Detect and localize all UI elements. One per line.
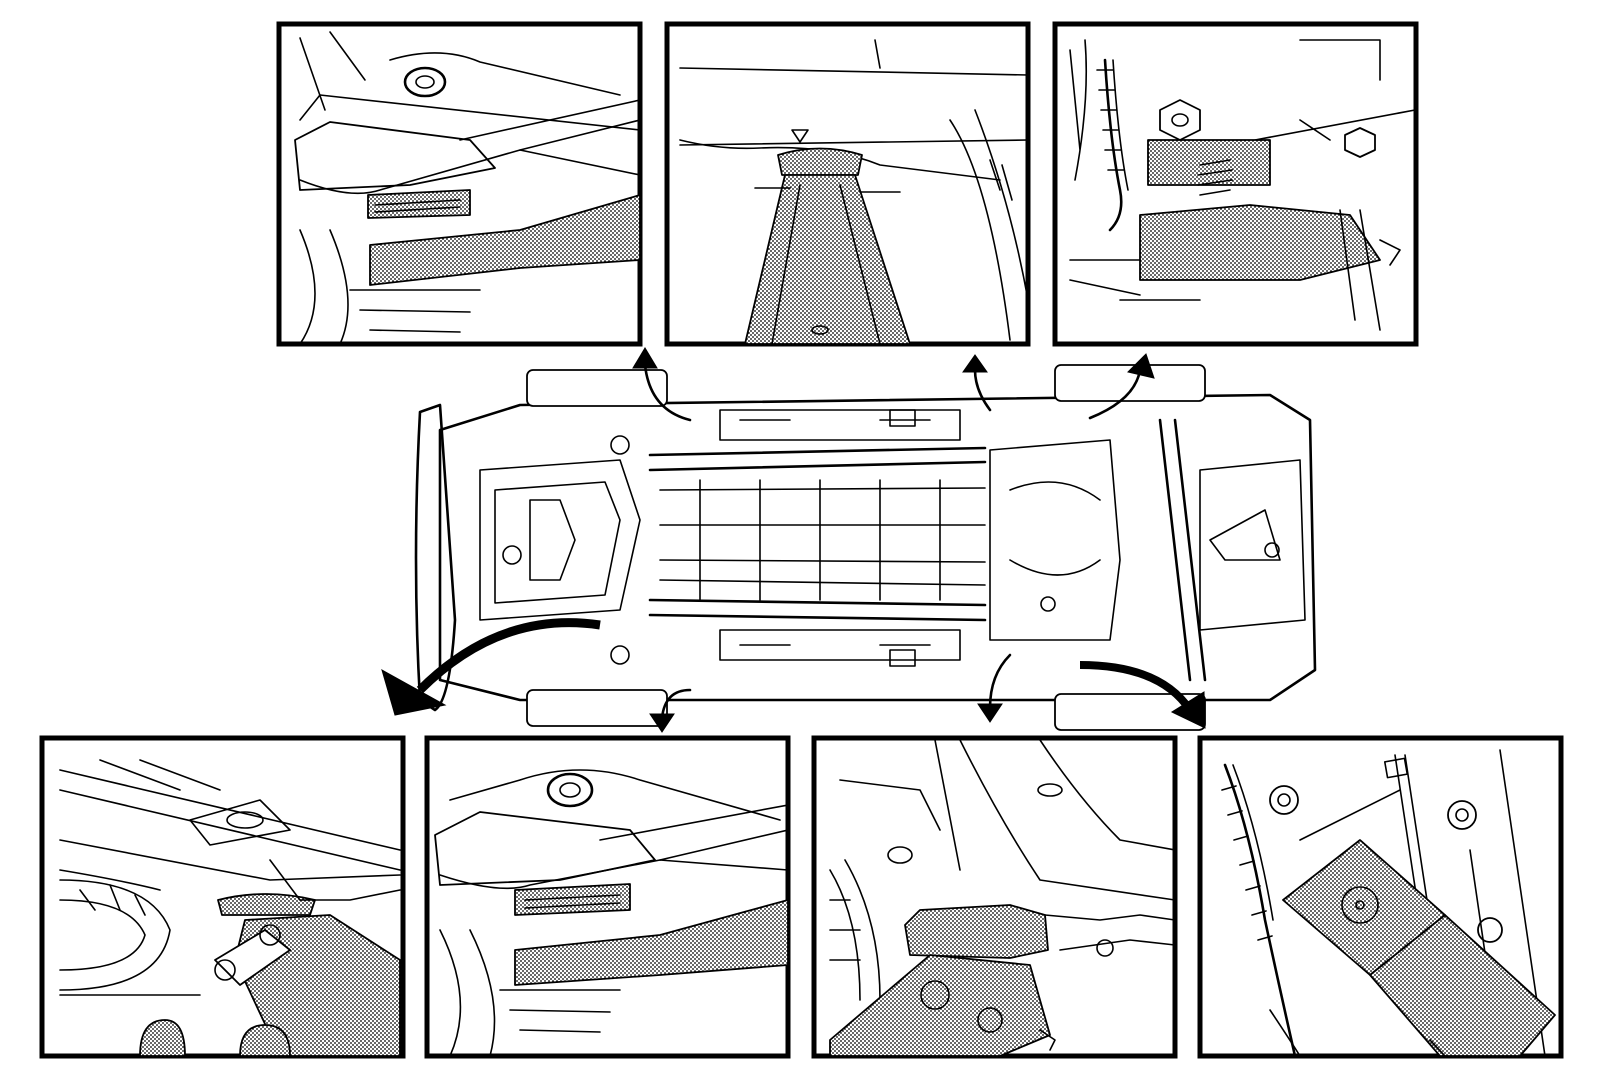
jack-saddle bbox=[777, 147, 863, 176]
bolt-icon bbox=[1447, 800, 1477, 830]
bolt-icon bbox=[546, 772, 594, 808]
engine-oil-pan bbox=[479, 459, 641, 621]
rear-subframe bbox=[989, 439, 1121, 641]
detail-view-top-right bbox=[1052, 21, 1419, 347]
frame-rails bbox=[648, 446, 987, 622]
arrow-to-top-center bbox=[962, 354, 992, 412]
jack-arm bbox=[1369, 914, 1556, 1056]
front-left-wheel bbox=[526, 369, 668, 407]
jack-arm bbox=[1139, 204, 1381, 281]
bolt-icon bbox=[1269, 785, 1299, 815]
detail-view-top-center bbox=[664, 21, 1031, 347]
arrow-to-bottom-2 bbox=[649, 688, 692, 733]
hose bbox=[1103, 58, 1123, 232]
arrow-to-bottom-3 bbox=[977, 653, 1012, 723]
bolt-icon bbox=[1159, 99, 1201, 141]
rear-axle bbox=[1158, 418, 1207, 682]
hose bbox=[1223, 763, 1297, 1056]
bolt-icon bbox=[1096, 939, 1114, 957]
callout-arrows bbox=[381, 347, 1206, 733]
detail-view-top-left bbox=[276, 21, 643, 347]
bolt-icon bbox=[1477, 917, 1503, 943]
subframe bbox=[434, 811, 656, 886]
detail-view-bottom-3 bbox=[811, 735, 1178, 1059]
arrow-to-bottom-1 bbox=[381, 618, 601, 716]
fuel-tank bbox=[1199, 459, 1306, 631]
detail-view-bottom-4 bbox=[1197, 735, 1564, 1059]
lift-pad bbox=[217, 893, 316, 916]
jack-wheel bbox=[239, 1024, 291, 1056]
jack-wheel bbox=[139, 1019, 186, 1056]
underbody-outline bbox=[438, 393, 1317, 702]
rear-left-wheel bbox=[1054, 364, 1206, 402]
detail-view-bottom-2 bbox=[424, 735, 791, 1059]
bolt-icon bbox=[403, 66, 447, 98]
detail-view-bottom-1 bbox=[39, 735, 406, 1059]
bolt-icon bbox=[887, 846, 913, 864]
jack-arm bbox=[369, 194, 640, 286]
jack-arm bbox=[514, 899, 788, 986]
vehicle-underbody bbox=[414, 364, 1317, 731]
arrow-to-top-right bbox=[1088, 353, 1155, 420]
lift-pad bbox=[904, 904, 1049, 959]
lift-point-marker-icon bbox=[791, 129, 809, 143]
bolt-icon bbox=[1344, 127, 1376, 158]
front-right-wheel bbox=[526, 689, 668, 727]
arrow-to-top-left bbox=[632, 347, 692, 422]
lift-pad bbox=[1147, 139, 1271, 186]
arrow-to-bottom-4 bbox=[1079, 661, 1206, 729]
subframe bbox=[294, 121, 496, 191]
